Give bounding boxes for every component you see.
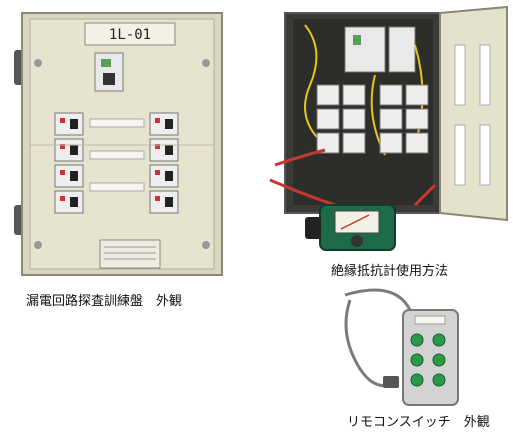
closed-panel-caption: 漏電回路探査訓練盤 外観: [26, 294, 183, 309]
open-panel-caption: 絶縁抵抗計使用方法: [331, 264, 449, 279]
closed-panel-photo: 1L-01: [10, 5, 235, 280]
remote-switch-caption: リモコンスイッチ 外観: [347, 415, 490, 430]
open-panel-photo: [265, 5, 515, 255]
remote-switch-photo: [335, 280, 475, 408]
panel-label-plate: 1L-01: [109, 27, 151, 43]
